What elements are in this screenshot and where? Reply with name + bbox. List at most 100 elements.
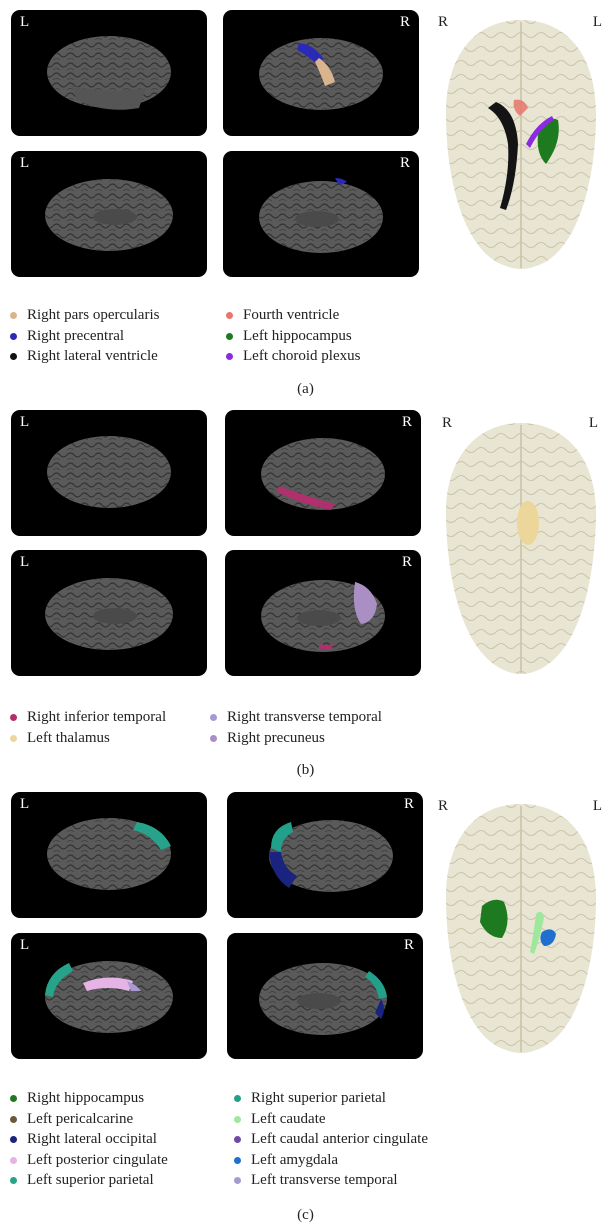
legend-item: Left transverse temporal (232, 1170, 428, 1191)
legend-swatch (10, 1156, 17, 1164)
legend-label: Right precuneus (227, 729, 325, 746)
brain-lateral-left: L (11, 410, 207, 536)
panel-caption: (b) (296, 762, 315, 778)
glass-label-left-hemisphere: L (588, 415, 598, 431)
legend-label: Left superior parietal (27, 1172, 154, 1188)
side-label: R (403, 796, 414, 812)
legend-right-column: Right transverse temporal Right precuneu… (208, 707, 382, 748)
legend-label: Right pars opercularis (27, 307, 160, 323)
glass-label-left-hemisphere: L (592, 798, 602, 814)
side-label: R (401, 414, 412, 430)
legend-swatch (226, 312, 233, 319)
legend-item: Right precentral (8, 326, 159, 347)
legend-item: Left caudal anterior cingulate (232, 1129, 428, 1150)
legend-label: Left posterior cingulate (27, 1151, 168, 1168)
side-label: L (20, 796, 30, 812)
legend-label: Left amygdala (251, 1151, 339, 1168)
side-label: L (20, 937, 30, 953)
legend-label: Right lateral occipital (27, 1131, 157, 1147)
legend-label: Left caudal anterior cingulate (251, 1131, 428, 1147)
legend-swatch (226, 332, 233, 340)
legend-right-column: Right superior parietal Left caudate Lef… (232, 1088, 428, 1191)
legend-swatch (234, 1115, 241, 1123)
glass-label-right-hemisphere: R (438, 14, 449, 30)
legend-swatch (10, 734, 17, 742)
brain-lateral-left: L (11, 792, 207, 918)
legend-label: Left hippocampus (243, 327, 352, 344)
legend-label: Left transverse temporal (251, 1172, 398, 1188)
side-label: L (20, 14, 30, 30)
legend-label: Right inferior temporal (27, 709, 167, 725)
legend-label: Right superior parietal (251, 1090, 386, 1106)
legend-swatch (10, 1136, 17, 1143)
side-label: R (401, 554, 412, 570)
legend-item: Right superior parietal (232, 1088, 428, 1109)
legend-swatch (10, 353, 17, 360)
legend-swatch (234, 1156, 241, 1164)
legend-label: Left pericalcarine (27, 1110, 134, 1127)
glass-label-right-hemisphere: R (442, 415, 453, 431)
side-label: R (399, 14, 410, 30)
legend-swatch (10, 1177, 17, 1184)
legend-swatch (234, 1095, 241, 1102)
brain-medial-right: R (227, 933, 423, 1059)
glass-brain-top-view: R L (436, 14, 606, 274)
legend-item: Right hippocampus (8, 1088, 168, 1109)
side-label: R (403, 937, 414, 953)
side-label: L (20, 554, 30, 570)
legend-item: Left superior parietal (8, 1170, 168, 1191)
brain-medial-right: R (225, 550, 421, 676)
legend-swatch (10, 714, 17, 721)
legend-item: Left amygdala (232, 1150, 428, 1171)
panel-caption: (a) (297, 381, 314, 397)
legend-right-column: Fourth ventricle Left hippocampus Left c… (224, 305, 360, 367)
legend-swatch (234, 1136, 241, 1143)
legend-item: Right precuneus (208, 728, 382, 749)
legend-label: Left choroid plexus (243, 348, 361, 364)
legend-left-column: Right hippocampus Left pericalcarine Rig… (8, 1088, 168, 1191)
legend-swatch (226, 353, 233, 360)
side-label: L (20, 414, 30, 430)
legend-item: Left caudate (232, 1109, 428, 1130)
legend-swatch (210, 714, 217, 721)
legend-swatch (234, 1177, 241, 1184)
brain-medial-right: R (223, 151, 419, 277)
legend-swatch (10, 312, 17, 319)
legend-swatch (10, 332, 17, 340)
legend-label: Right precentral (27, 327, 125, 344)
legend-item: Left choroid plexus (224, 346, 360, 367)
legend-item: Left thalamus (8, 728, 166, 749)
legend-swatch (10, 1115, 17, 1123)
legend-item: Right lateral occipital (8, 1129, 168, 1150)
legend-left-column: Right pars opercularis Right precentral … (8, 305, 159, 367)
legend-item: Right inferior temporal (8, 707, 166, 728)
legend-item: Right pars opercularis (8, 305, 159, 326)
legend-item: Left posterior cingulate (8, 1150, 168, 1171)
legend-label: Left thalamus (27, 729, 110, 746)
side-label: R (399, 155, 410, 171)
legend-label: Right hippocampus (27, 1090, 145, 1106)
legend-label: Right transverse temporal (227, 709, 382, 725)
glass-brain-top-view: R L (436, 415, 606, 680)
panel-caption: (c) (297, 1207, 314, 1223)
legend-label: Right lateral ventricle (27, 348, 158, 364)
brain-lateral-left: L (11, 10, 207, 136)
glass-label-left-hemisphere: L (592, 14, 602, 30)
legend-label: Left caudate (251, 1110, 326, 1127)
legend-item: Right lateral ventricle (8, 346, 159, 367)
glass-brain-top-view: R L (436, 798, 606, 1058)
brain-medial-left: L (11, 933, 207, 1059)
legend-label: Fourth ventricle (243, 307, 340, 323)
glass-label-right-hemisphere: R (438, 798, 449, 814)
legend-item: Fourth ventricle (224, 305, 360, 326)
legend-item: Left hippocampus (224, 326, 360, 347)
brain-lateral-right: R (225, 410, 421, 536)
legend-swatch (10, 1095, 17, 1102)
brain-lateral-right: R (227, 792, 423, 918)
legend-swatch (210, 734, 217, 742)
brain-lateral-right: R (223, 10, 419, 136)
legend-item: Right transverse temporal (208, 707, 382, 728)
brain-medial-left: L (11, 550, 207, 676)
legend-item: Left pericalcarine (8, 1109, 168, 1130)
side-label: L (20, 155, 30, 171)
